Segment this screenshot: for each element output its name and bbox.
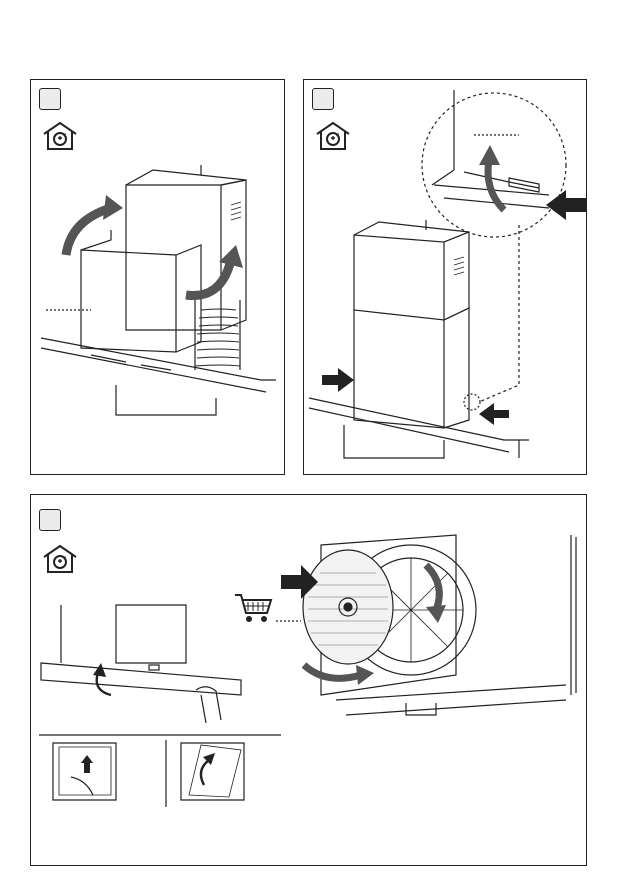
carbon-filter-illustration — [276, 525, 588, 725]
screwdriver-detail-illustration — [304, 80, 588, 476]
grease-filter-removal-illustration — [31, 495, 291, 867]
panel-step-2 — [303, 79, 587, 475]
chimney-cover-illustration — [31, 80, 286, 476]
panel-step-3 — [30, 494, 587, 866]
panel-step-1 — [30, 79, 285, 475]
